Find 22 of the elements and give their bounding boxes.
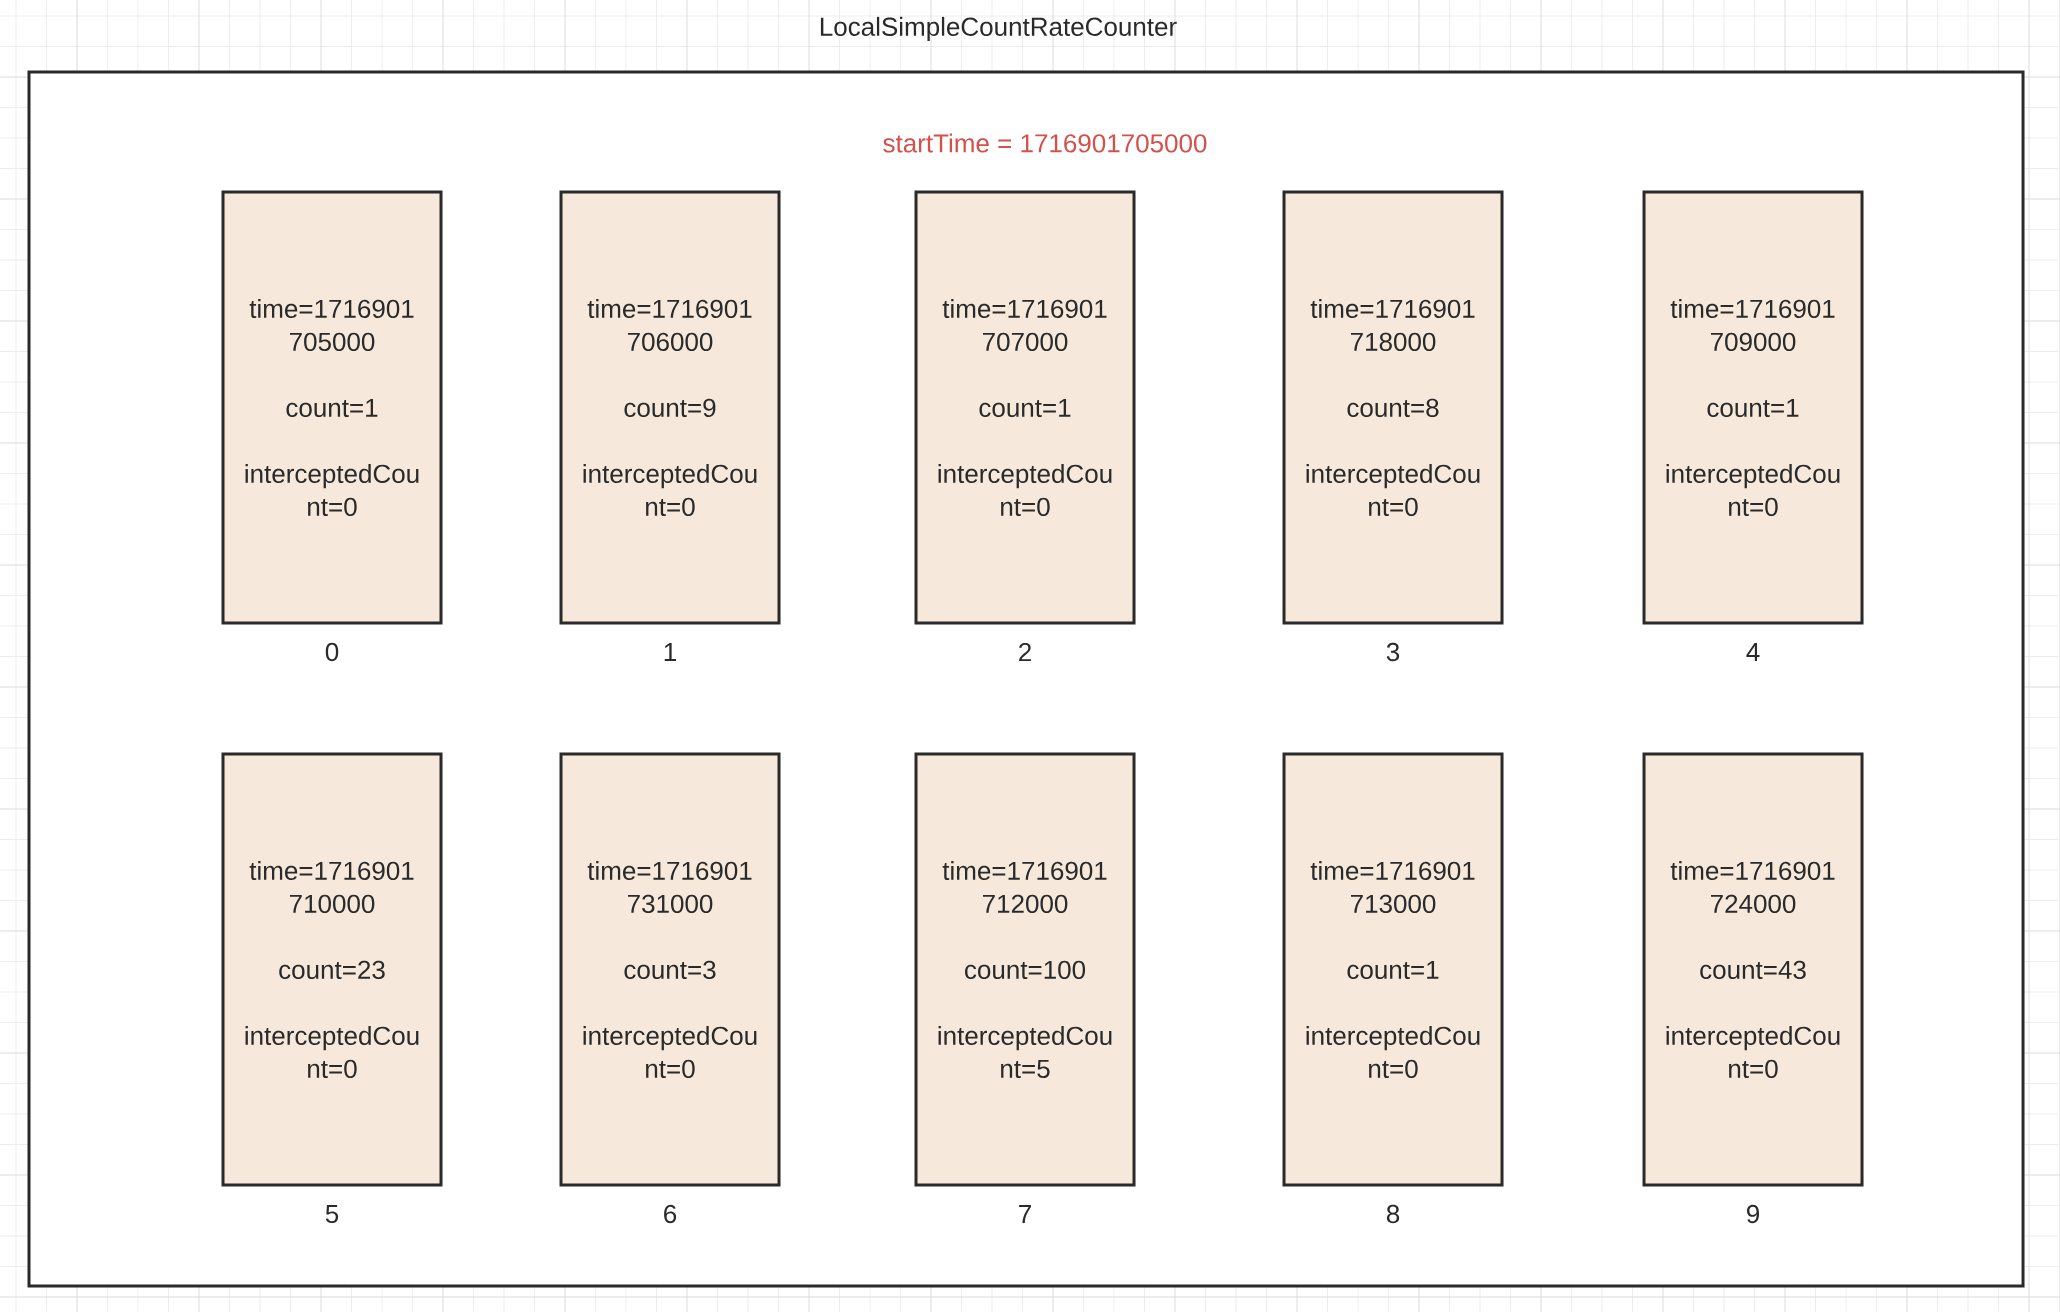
data-box: time=1716901 712000 count=100 interceptedCou nt=5 [914,752,1136,1187]
index-label: 2 [1019,642,1031,662]
index-label: 5 [325,1204,339,1224]
data-box: time=1716901 706000 count=9 interceptedCou nt=0 [559,190,781,625]
index-label: 1 [664,643,676,661]
index-label: 8 [1386,1204,1400,1224]
index-label: 7 [1019,1205,1031,1223]
data-box: time=1716901 731000 count=3 interceptedCou nt=0 [559,752,781,1187]
data-box: time=1716901 709000 count=1 interceptedCou nt=0 [1642,190,1864,625]
data-box: time=1716901 724000 count=43 interceptedCou nt=0 [1642,752,1864,1187]
index-label: 6 [664,1204,677,1224]
data-box: time=1716901 718000 count=8 interceptedCou nt=0 [1282,190,1504,625]
data-box: time=1716901 710000 count=23 interceptedCou nt=0 [221,752,443,1187]
title: LocalSimpleCountRateCounter [820,16,1177,42]
index-label: 0 [325,642,339,662]
data-box: time=1716901 705000 count=1 interceptedCou nt=0 [221,190,443,625]
index-label: 3 [1386,642,1400,662]
data-box: time=1716901 713000 count=1 interceptedCou nt=0 [1282,752,1504,1187]
annotation: startTime = 1716901705000 [883,133,1207,153]
data-box: time=1716901 707000 count=1 interceptedCou nt=0 [914,190,1136,625]
index-label: 4 [1746,643,1760,661]
index-label: 9 [1747,1204,1760,1224]
